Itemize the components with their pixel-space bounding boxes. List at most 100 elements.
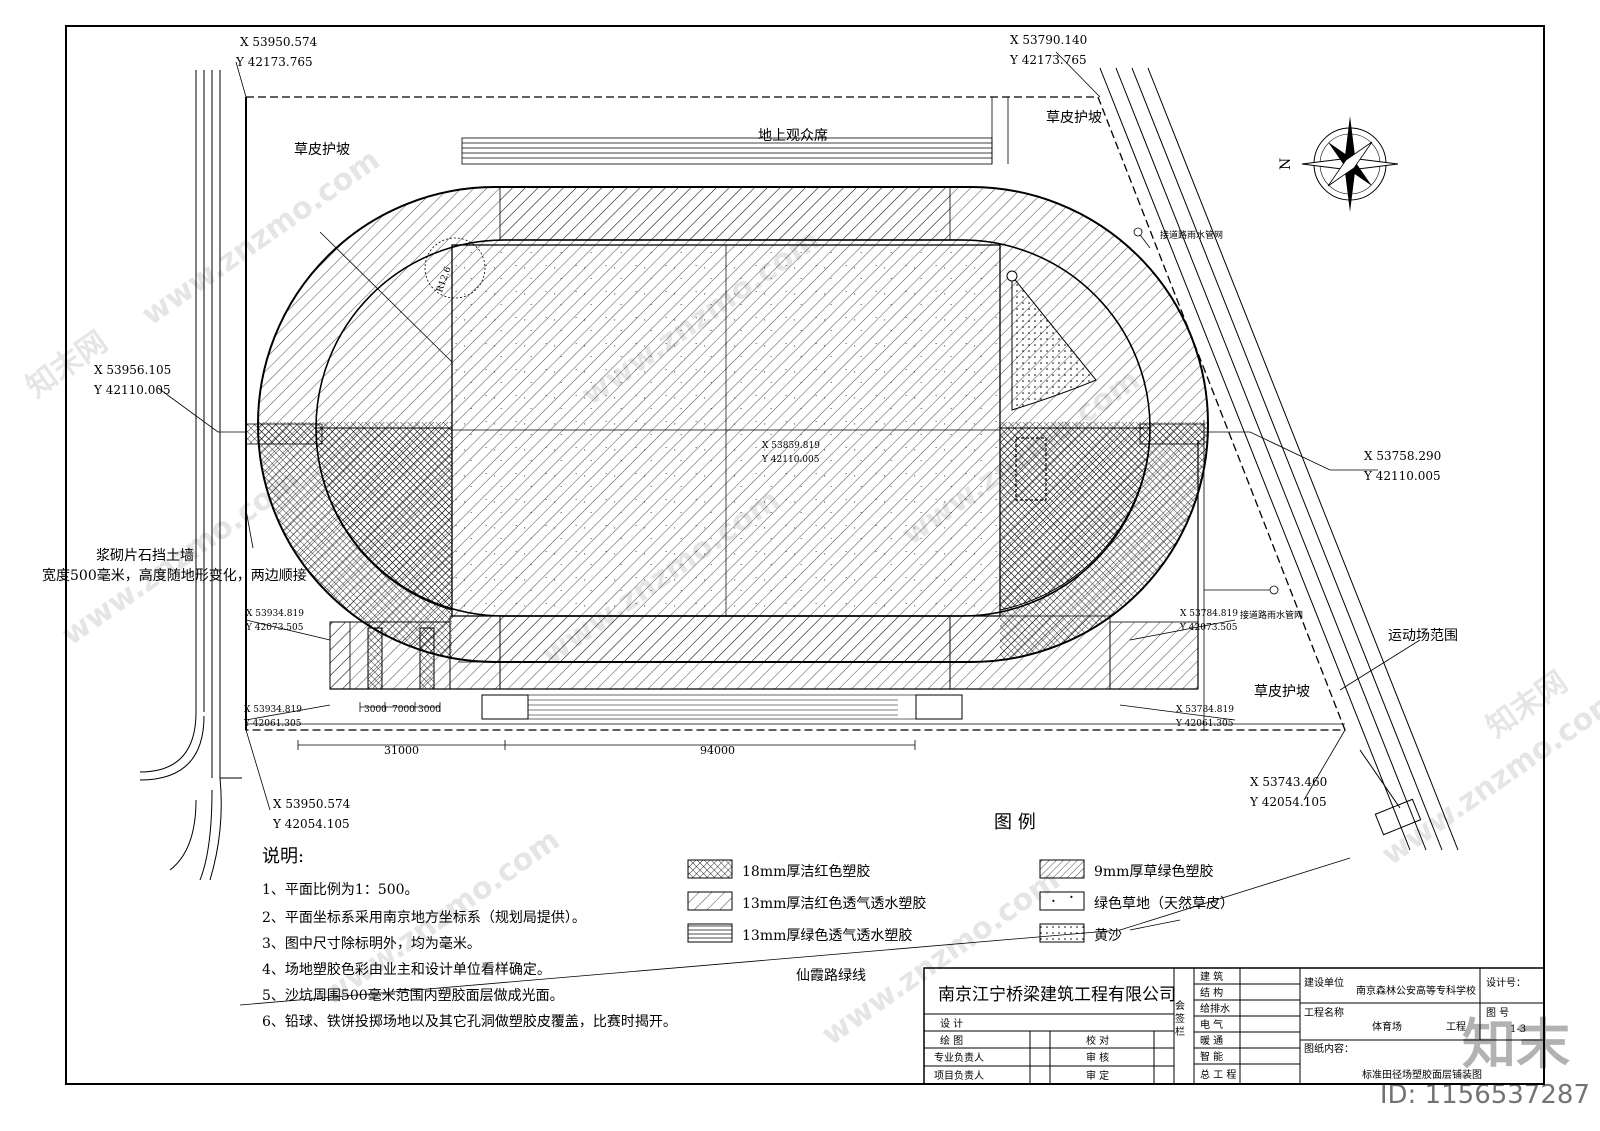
note-5: 5、沙坑周围500毫米范围内塑胶面层做成光面。: [262, 987, 564, 1004]
coord-ra-x: X 53784.819: [1180, 609, 1238, 619]
right-road: [1099, 67, 1459, 851]
note-1: 1、平面比例为1：500。: [262, 882, 419, 898]
legend-label-3: 13mm厚绿色透气透水塑胶: [742, 927, 912, 944]
drain-label-bottom: 接道路雨水管网: [1240, 609, 1303, 621]
coord-tl-y: Y 42173.765: [235, 55, 313, 69]
drain-pipes: [1133, 227, 1279, 595]
coord-mr-x: X 53758.290: [1364, 449, 1441, 463]
sand-wedge: [1011, 274, 1097, 411]
radius-label: R12.6: [435, 265, 454, 294]
coord-mr-y: Y 42110.005: [1363, 469, 1441, 483]
grass-slope-label-1: 草皮护坡: [294, 142, 350, 158]
tb-content-label: 图纸内容：: [1304, 1042, 1354, 1055]
title-block: [923, 967, 1545, 1085]
coord-la-x: X 53934.819: [246, 609, 304, 619]
coord-ml-y: Y 42110.005: [93, 383, 171, 397]
note-4: 4、场地塑胶色彩由业主和设计单位看样确定。: [262, 961, 551, 978]
coord-la-y: Y 42073.505: [245, 623, 304, 633]
left-band: [245, 423, 323, 445]
tb-drawing-no-label: 图 号: [1486, 1007, 1509, 1019]
tb-disc-5: 暖 通: [1200, 1034, 1223, 1047]
coord-tr-y: Y 42173.765: [1009, 53, 1087, 67]
tb-unit-value: 南京森林公安高等专科学校: [1356, 984, 1476, 997]
coord-ml-x: X 53956.105: [94, 363, 171, 377]
tb-disc-3: 给排水: [1200, 1002, 1230, 1015]
sports-range-label: 运动场范围: [1388, 627, 1458, 644]
tb-left-4: 项目负责人: [934, 1069, 984, 1082]
left-road: [139, 70, 242, 881]
svg-text:·: ·: [1052, 897, 1055, 907]
straight-top: [499, 186, 951, 241]
north-label: N: [1278, 158, 1294, 170]
tb-mid-1: 校 对: [1086, 1034, 1109, 1047]
dim-5: 94000: [700, 744, 735, 757]
watermark-id: ID: 1156537287: [1379, 1080, 1590, 1110]
dimension-lines: [297, 702, 916, 750]
dim-4: 31000: [384, 744, 419, 757]
wall-label-2: 宽度500毫米，高度随地形变化，两边顺接: [42, 567, 307, 584]
tb-left-2: 绘 图: [940, 1034, 963, 1047]
start-box-right: [915, 694, 963, 720]
tb-disc-2: 结 构: [1200, 986, 1223, 999]
coord-tr-x: X 53790.140: [1010, 33, 1087, 47]
start-box-left: [481, 694, 529, 720]
grandstand: [461, 97, 1009, 165]
tb-content-value: 标准田径场塑胶面层铺装图: [1362, 1068, 1482, 1081]
tb-disc-1: 建 筑: [1200, 970, 1223, 983]
coord-bl-y: Y 42054.105: [272, 817, 350, 831]
coord-lb-x: X 53934.819: [244, 705, 302, 715]
coord-center-y: Y 42110.005: [761, 455, 820, 465]
grass-slope-label-2: 草皮护坡: [1046, 110, 1102, 126]
notes-title: 说明:: [262, 846, 304, 867]
dim-2: 7000: [392, 705, 415, 715]
company-name: 南京江宁桥梁建筑工程有限公司: [938, 985, 1176, 1005]
legend-label-2: 13mm厚洁红色透气透水塑胶: [742, 895, 926, 912]
tb-project-suffix: 工程: [1446, 1021, 1466, 1033]
legend-label-5: 绿色草地（天然草皮）: [1094, 895, 1234, 912]
coord-bl-x: X 53950.574: [273, 797, 351, 811]
tb-drawing-no: 1-3: [1510, 1024, 1526, 1035]
coord-rb-x: X 53784.819: [1176, 705, 1234, 715]
leader-lines: [157, 51, 1421, 1006]
straight-bottom: [499, 615, 951, 690]
note-2: 2、平面坐标系采用南京地方坐标系（规划局提供）。: [262, 910, 586, 926]
stand-label: 地上观众席: [758, 128, 828, 144]
tb-mid-3: 审 定: [1086, 1069, 1109, 1082]
tb-disc-7: 总 工 程: [1200, 1068, 1236, 1081]
dim-1: 3000: [364, 705, 387, 715]
note-3: 3、图中尺寸除标明外，均为毫米。: [262, 935, 481, 952]
coord-br-y: Y 42054.105: [1249, 795, 1327, 809]
coord-tl-x: X 53950.574: [240, 35, 318, 49]
legend-title: 图 例: [994, 812, 1036, 833]
legend-swatches: ··: [687, 859, 1085, 943]
road-green-label: 仙霞路绿线: [796, 968, 866, 984]
north-arrow: [1301, 116, 1399, 212]
tb-project-value: 体育场: [1372, 1020, 1402, 1033]
wall-label-1: 浆砌片石挡土墙: [96, 548, 194, 564]
coord-center-x: X 53859.819: [762, 441, 820, 451]
tb-disc-6: 智 能: [1200, 1050, 1223, 1063]
tb-left-3: 专业负责人: [934, 1051, 984, 1064]
svg-text:·: ·: [1070, 893, 1073, 903]
tb-design-no: 设计号：: [1486, 976, 1526, 989]
coord-rb-y: Y 42061.305: [1175, 719, 1234, 729]
legend-label-4: 9mm厚草绿色塑胶: [1094, 863, 1213, 880]
coord-lb-y: Y 42061.305: [243, 719, 302, 729]
coord-ra-y: Y 42073.505: [1179, 623, 1238, 633]
tb-unit-label: 建设单位: [1304, 976, 1344, 989]
legend-label-6: 黄沙: [1094, 927, 1122, 944]
tb-left-1: 设 计: [940, 1017, 963, 1030]
tb-sign-col: 会 签 栏: [1173, 999, 1185, 1037]
grass-slope-label-3: 草皮护坡: [1254, 684, 1310, 700]
drain-label-top: 接道路雨水管网: [1160, 229, 1223, 241]
legend-label-1: 18mm厚洁红色塑胶: [742, 863, 870, 880]
watermark-logo: 知末: [1462, 1013, 1570, 1076]
sheet-border: [65, 25, 1545, 1085]
tb-disc-4: 电 气: [1200, 1018, 1223, 1031]
tb-project-label: 工程名称: [1304, 1006, 1344, 1019]
note-6: 6、铅球、铁饼投掷场地以及其它孔洞做塑胶皮覆盖，比赛时揭开。: [262, 1013, 677, 1030]
tb-mid-2: 审 核: [1086, 1051, 1109, 1064]
coord-br-x: X 53743.460: [1250, 775, 1327, 789]
